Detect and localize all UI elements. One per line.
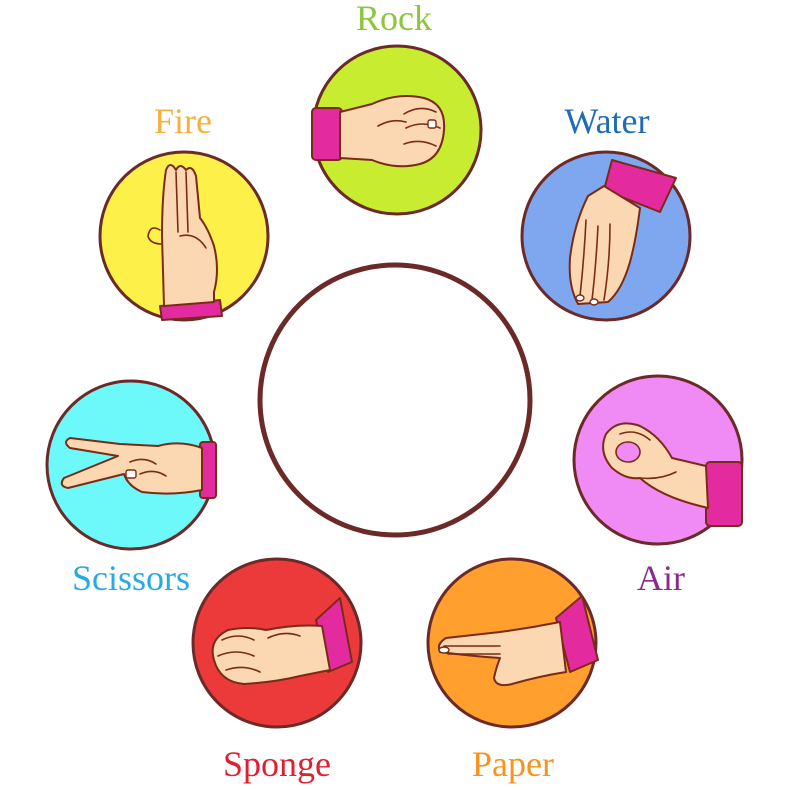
sponge-hand-circle bbox=[191, 557, 363, 729]
o-shape-hand-icon bbox=[602, 422, 743, 527]
label-air: Air bbox=[637, 558, 685, 598]
label-water: Water bbox=[564, 101, 650, 141]
scissors-hand-circle bbox=[45, 379, 217, 551]
center-ring bbox=[257, 262, 533, 538]
fist-hand-icon bbox=[311, 95, 446, 168]
label-rock: Rock bbox=[356, 0, 432, 38]
raised-fingers-hand-icon bbox=[147, 164, 223, 321]
cupped-hand-icon bbox=[211, 597, 353, 685]
air-hand-circle bbox=[572, 374, 744, 546]
label-paper: Paper bbox=[472, 744, 554, 784]
flat-palm-hand-icon bbox=[437, 595, 599, 687]
two-fingers-hand-icon bbox=[60, 437, 217, 499]
label-fire: Fire bbox=[154, 101, 212, 141]
label-sponge: Sponge bbox=[223, 744, 331, 784]
paper-hand-circle bbox=[426, 557, 599, 729]
label-scissors: Scissors bbox=[71, 558, 191, 598]
water-hand-circle bbox=[520, 150, 692, 322]
dangling-fingers-hand-icon bbox=[568, 159, 677, 306]
fire-hand-circle bbox=[98, 150, 270, 322]
rock-hand-circle bbox=[311, 44, 483, 216]
